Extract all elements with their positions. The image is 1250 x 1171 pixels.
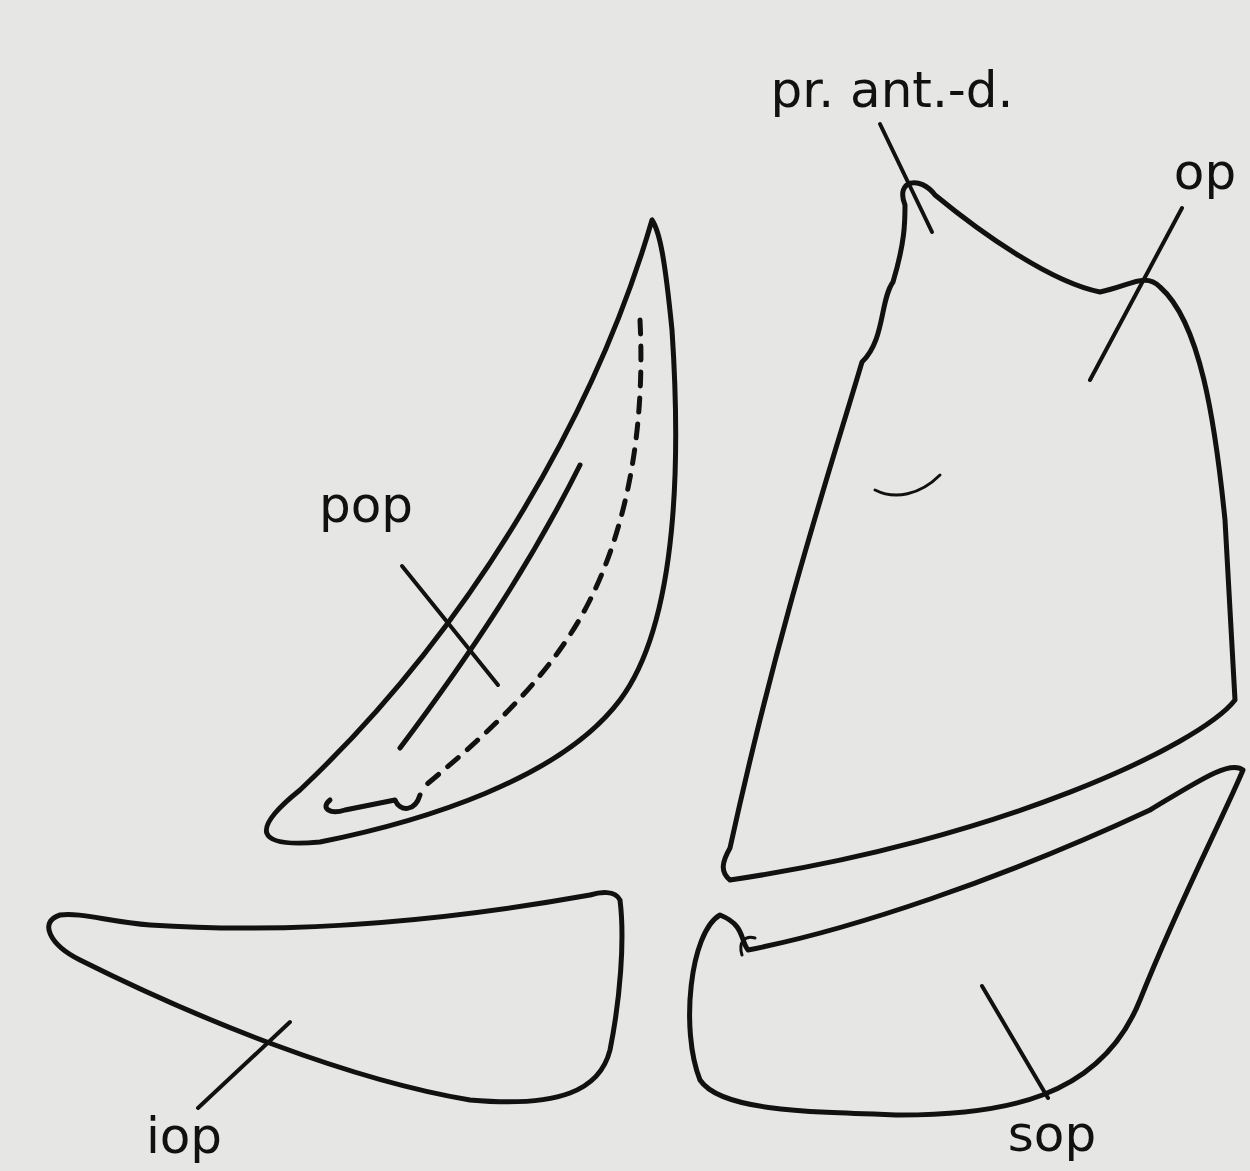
part-label: sop — [1008, 1109, 1096, 1159]
interopercle-outline — [49, 893, 622, 1102]
part-label: iop — [146, 1111, 222, 1161]
preopercle-ridge — [400, 465, 580, 748]
leader-line — [1090, 208, 1182, 380]
opercle-mark — [875, 475, 940, 495]
part-label: pr. ant.-d. — [771, 65, 1014, 115]
leader-line — [402, 566, 498, 685]
leader-line — [880, 124, 932, 232]
leader-line — [198, 1022, 290, 1108]
part-label: pop — [319, 480, 413, 530]
preopercle-outline — [266, 220, 675, 843]
opercle-outline — [723, 183, 1235, 880]
subopercle-curl — [741, 937, 755, 955]
leader-line — [982, 986, 1048, 1098]
subopercle-outline — [690, 767, 1243, 1115]
part-label: op — [1174, 147, 1236, 197]
preopercle-canal — [420, 320, 641, 790]
preopercle-pore — [326, 795, 420, 812]
